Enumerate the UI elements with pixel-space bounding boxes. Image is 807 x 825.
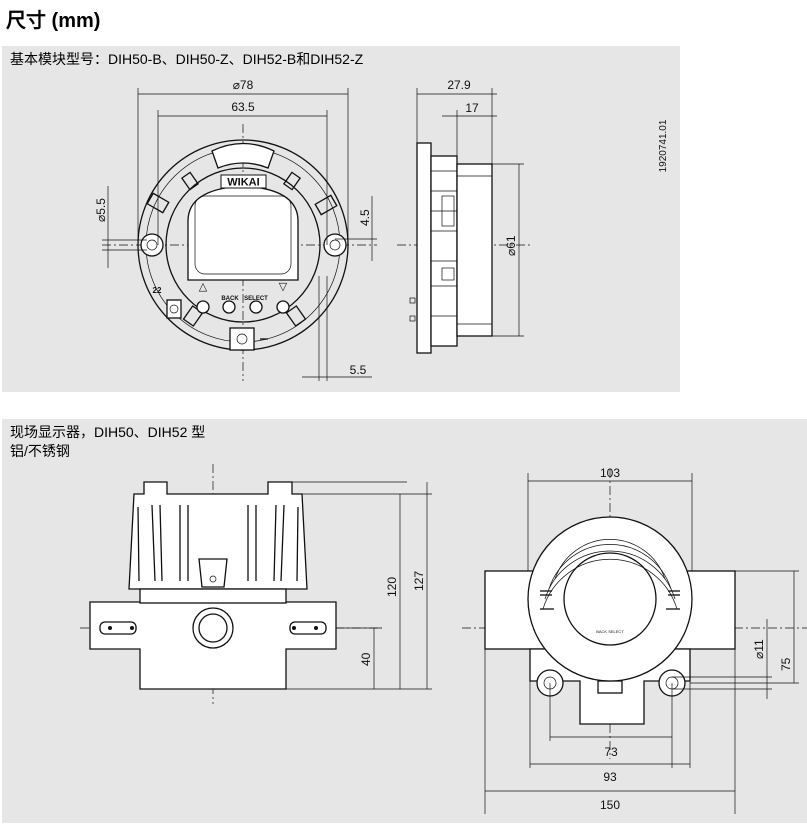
terminal-label: 22 (153, 286, 162, 295)
cable-entry-inner (198, 613, 228, 643)
dim-height: 120 (385, 577, 399, 597)
cap-screw (209, 575, 217, 583)
housing-holes (108, 626, 318, 630)
dim-outer-diameter: ⌀78 (233, 78, 254, 92)
cable-entry-outer (192, 607, 234, 649)
left-mounting-hole (146, 239, 158, 251)
terminal-screw (236, 333, 248, 345)
field-display-panel: 现场显示器，DIH50、DIH52 型 铝/不锈钢 (2, 419, 807, 823)
dim-inner-width: 63.5 (231, 100, 255, 114)
field-front-view: BACK SELECT 103 ⌀11 75 73 93 (462, 466, 807, 814)
front-view: WIKAI △ ▽ BACK SELECT 22 ⌀78 (94, 78, 377, 381)
dim-right: 75 (779, 657, 793, 671)
up-arrow-icon: △ (199, 280, 208, 293)
ring-notches (146, 171, 338, 327)
left-terminal (166, 299, 182, 319)
housing-slots (99, 621, 327, 635)
down-arrow-icon: ▽ (279, 280, 288, 293)
housing-body (89, 601, 337, 690)
dim-hole-diameter: ⌀5.5 (94, 198, 108, 222)
cover-window (563, 552, 657, 646)
back-button-label: BACK (221, 296, 239, 302)
field-display-caption-line2: 铝/不锈钢 (10, 443, 70, 459)
front-bottom-clip (597, 680, 623, 694)
dim-93: 93 (603, 770, 617, 784)
drawing-number: 1920741.01 (658, 119, 669, 172)
cap-label-plate (198, 558, 228, 588)
side-body (430, 155, 458, 347)
dim-depth-total: 27.9 (447, 78, 471, 92)
side-rear-housing (456, 163, 493, 337)
housing-neck (139, 588, 287, 604)
dim-lower: 40 (359, 652, 373, 666)
dim-top: 103 (600, 466, 620, 480)
dim-side-diameter: ⌀61 (504, 235, 518, 256)
round-cover (527, 516, 693, 682)
display-window (187, 185, 299, 281)
dim-bottom: 5.5 (350, 363, 367, 377)
cover-tabs (540, 590, 680, 610)
left-terminal-screw (169, 304, 179, 314)
page-title: 尺寸 (mm) (6, 10, 101, 32)
brand-plate (220, 174, 267, 189)
down-button (276, 300, 290, 314)
top-tab (211, 142, 275, 169)
dim-depth: 17 (465, 101, 479, 115)
select-button-label: SELECT (244, 296, 268, 302)
dim-offset: 4.5 (358, 209, 372, 226)
basic-module-drawing: WIKAI △ ▽ BACK SELECT 22 ⌀78 (94, 78, 669, 381)
right-mounting-hole (329, 239, 341, 251)
field-display-drawing: 120 127 40 (80, 464, 807, 814)
cover-text-rings (542, 539, 678, 610)
cover-button-labels: BACK SELECT (596, 629, 624, 634)
side-front-plate (416, 142, 432, 354)
cap-fins (137, 504, 299, 582)
up-button (196, 300, 210, 314)
terminal-block (229, 327, 255, 351)
brand-logo: WIKAI (227, 177, 259, 189)
right-mounting-lug (323, 233, 347, 257)
select-button (249, 300, 263, 314)
side-view: 27.9 17 ⌀61 1920741.01 (397, 78, 669, 354)
field-display-caption-line1: 现场显示器，DIH50、DIH52 型 (10, 424, 206, 440)
basic-module-panel: 基本模块型号：DIH50-B、DIH50-Z、DIH52-B和DIH52-Z (2, 46, 680, 392)
dim-height-total: 127 (412, 571, 426, 591)
inner-body (165, 167, 321, 323)
side-details (409, 170, 492, 325)
dim-hole: ⌀11 (752, 639, 766, 659)
finned-cap (128, 481, 308, 590)
display-screen (194, 195, 292, 275)
dim-73: 73 (604, 745, 618, 759)
field-side-view: 120 127 40 (80, 464, 432, 704)
dim-150: 150 (600, 798, 620, 812)
left-mounting-lug (140, 233, 164, 257)
back-button (222, 300, 236, 314)
basic-module-caption: 基本模块型号：DIH50-B、DIH50-Z、DIH52-B和DIH52-Z (10, 51, 364, 67)
